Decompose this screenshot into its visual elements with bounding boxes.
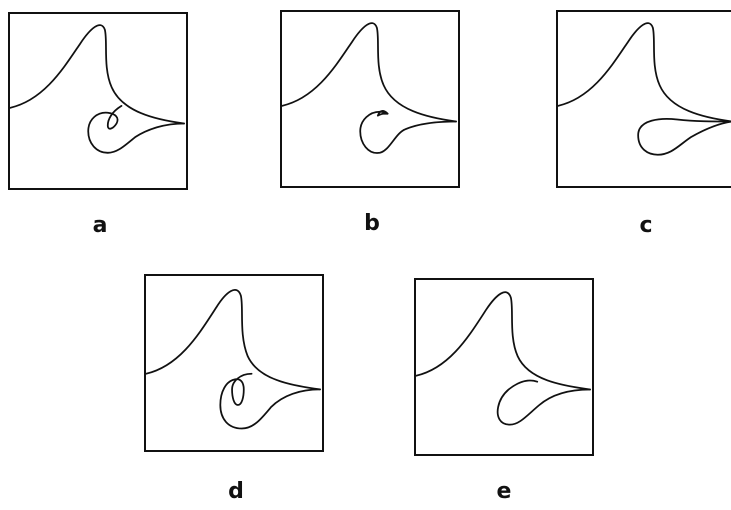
panel-c-main-curve <box>558 22 731 123</box>
panel-b-main-curve <box>282 22 457 123</box>
panel-e-label: e <box>496 479 512 504</box>
panel-b-label: b <box>364 211 380 236</box>
panel-c <box>556 10 731 188</box>
panel-b-teardrop <box>359 110 457 154</box>
panel-b-drawing <box>282 22 457 154</box>
panel-e <box>414 278 594 456</box>
panel-d-teardrop <box>219 372 321 430</box>
panel-d-main-curve <box>146 289 321 391</box>
panel-d-label: d <box>228 479 244 504</box>
panel-c-label: c <box>639 213 653 238</box>
panel-c-teardrop <box>637 118 731 156</box>
panel-e-drawing <box>416 291 591 426</box>
panel-e-blob <box>496 379 591 426</box>
panel-a-main-curve <box>10 24 185 125</box>
panel-c-drawing <box>558 22 731 156</box>
panel-b <box>280 10 460 188</box>
panel-a-label: a <box>92 213 108 238</box>
panel-e-main-curve <box>416 291 591 391</box>
panel-a-drawing <box>10 24 185 154</box>
panel-b-inner-tip <box>376 110 389 117</box>
panel-a <box>8 12 188 190</box>
panel-d <box>144 274 324 452</box>
panel-d-drawing <box>146 289 321 430</box>
panel-a-teardrop <box>87 105 185 154</box>
